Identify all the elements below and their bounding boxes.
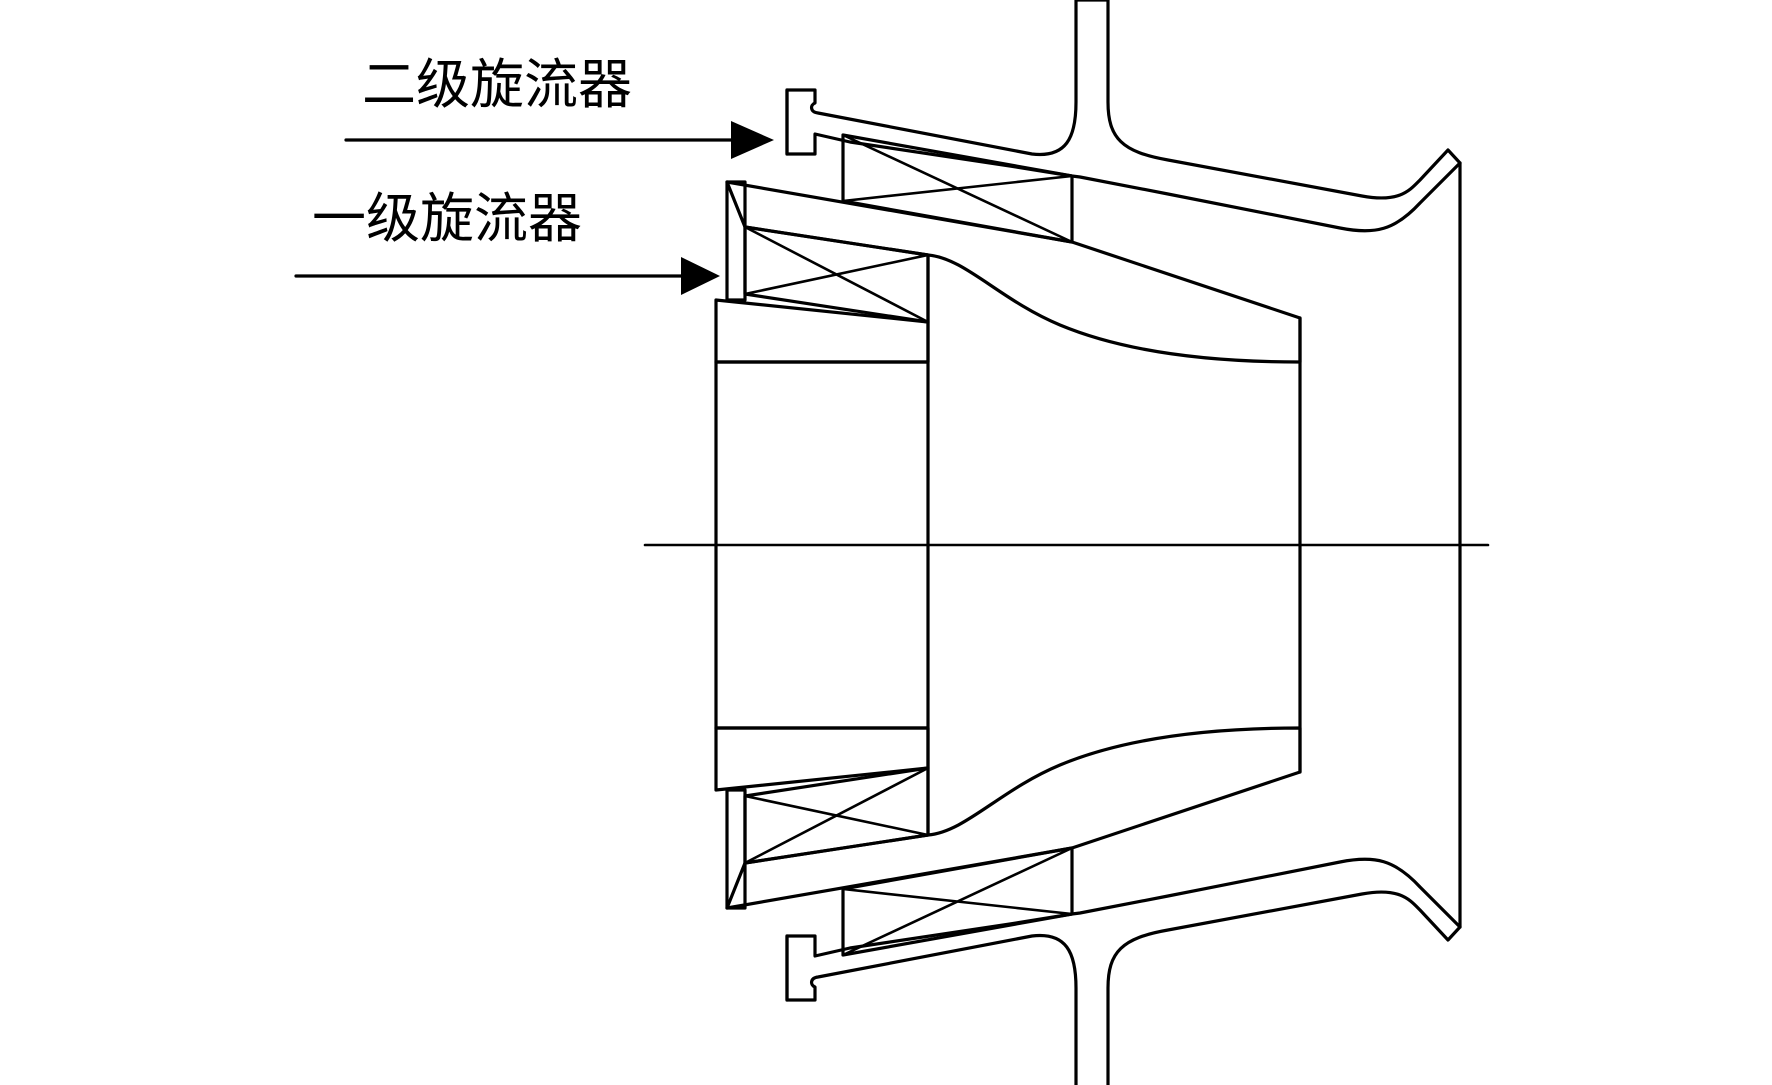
- primary-swirler-arrow: [294, 257, 720, 295]
- secondary-swirler-arrow: [344, 121, 774, 159]
- primary-swirler-label: 一级旋流器: [312, 187, 582, 250]
- secondary-swirler-label: 二级旋流器: [362, 53, 632, 116]
